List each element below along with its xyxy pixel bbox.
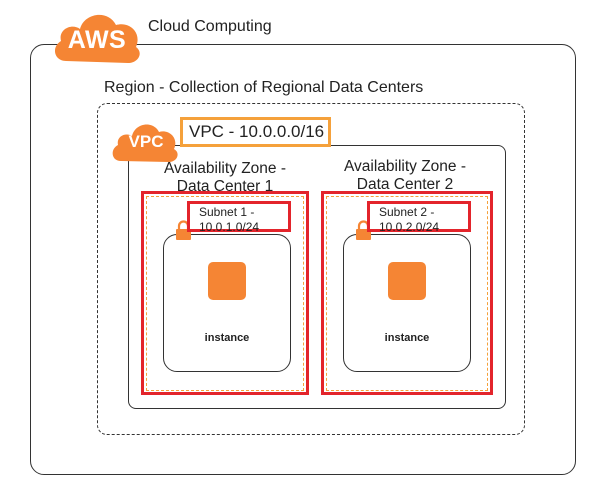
aws-cloud-icon xyxy=(54,14,140,64)
instance2-label: instance xyxy=(384,332,430,344)
vpc-logo-text: VPC xyxy=(128,132,164,151)
subnet2-label: Subnet 2 - 10.0.2.0/24 xyxy=(379,205,440,234)
cloud-title: Cloud Computing xyxy=(148,18,272,35)
subnet1-container xyxy=(146,196,304,391)
az1-title: Availability Zone - Data Center 1 xyxy=(163,160,287,195)
region-container xyxy=(97,103,525,435)
az2-title: Availability Zone - Data Center 2 xyxy=(343,158,467,193)
vpc-cidr-label: VPC - 10.0.0.0/16 xyxy=(189,122,325,141)
instance1-container xyxy=(163,234,291,372)
subnet1-label-highlight xyxy=(187,201,291,232)
instance1-label: instance xyxy=(204,332,250,344)
region-title: Region - Collection of Regional Data Cen… xyxy=(104,79,424,96)
ec2-instance-icon xyxy=(388,262,426,300)
subnet1-label: Subnet 1 - 10.0.1.0/24 xyxy=(199,205,260,234)
vpc-cloud-icon xyxy=(112,124,178,162)
subnet2-container xyxy=(326,196,488,391)
cloud-container xyxy=(30,44,576,475)
aws-logo-text: AWS xyxy=(67,26,127,54)
instance2-container xyxy=(343,234,471,372)
subnet2-highlight xyxy=(321,191,493,395)
subnet1-highlight xyxy=(141,191,309,395)
subnet2-label-highlight xyxy=(367,201,471,232)
ec2-instance-icon xyxy=(208,262,246,300)
vpc-cidr-highlight xyxy=(180,117,331,147)
